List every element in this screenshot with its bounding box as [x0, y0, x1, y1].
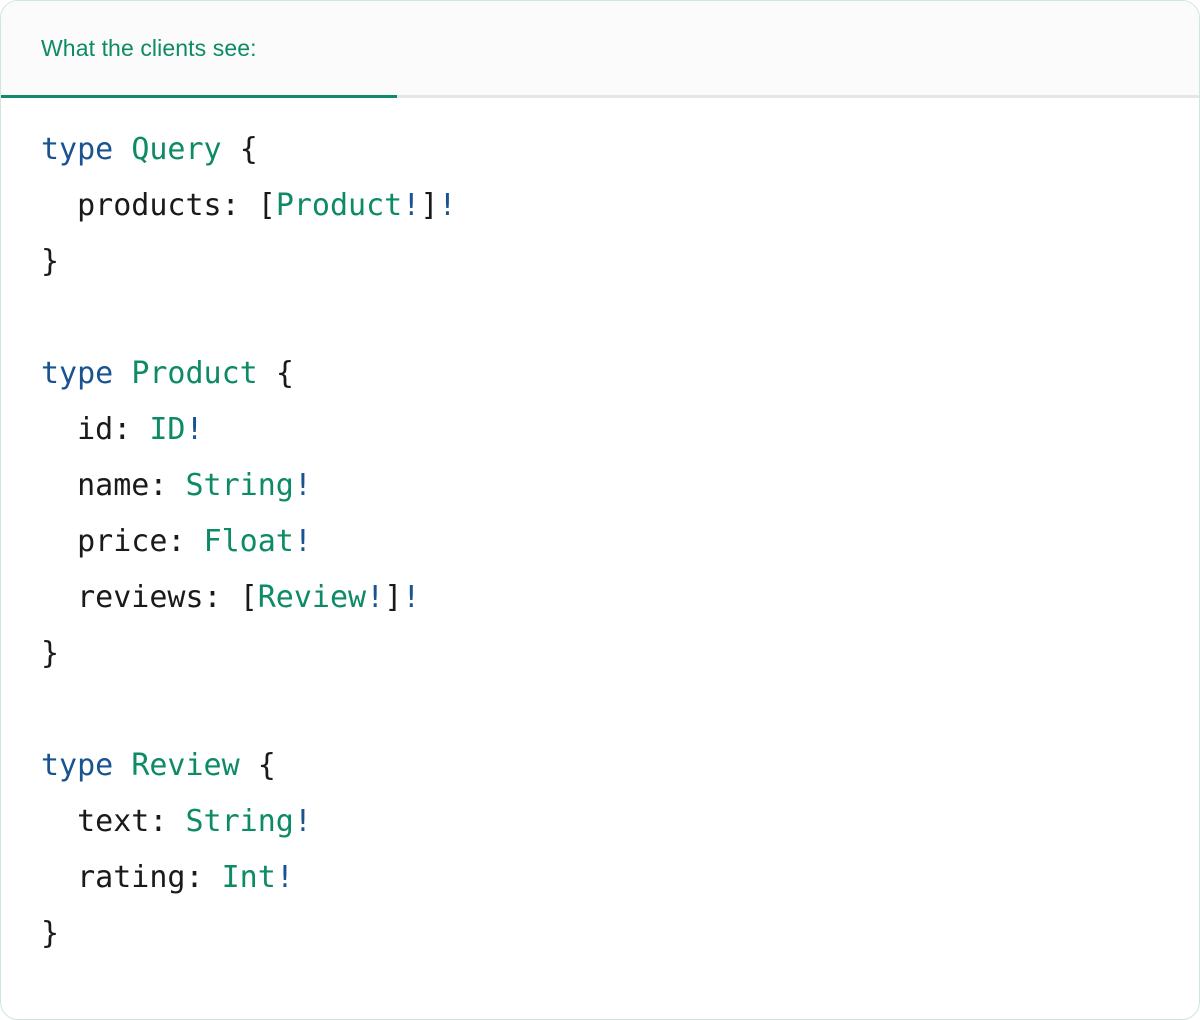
code-token-bang: !: [366, 580, 385, 615]
code-token-bang: !: [185, 412, 204, 447]
tab-what-the-clients-see[interactable]: What the clients see:: [1, 1, 397, 98]
code-line: rating: Int!: [41, 850, 1199, 906]
code-token-bang: !: [275, 860, 294, 895]
code-token-type: Product: [131, 356, 258, 391]
code-token-punct: }: [41, 244, 60, 279]
code-token-punct: {: [239, 132, 258, 167]
code-token-plain: [113, 748, 131, 783]
code-line: price: Float!: [41, 514, 1199, 570]
code-token-punct: {: [275, 356, 294, 391]
code-token-plain: [113, 356, 131, 391]
code-token-bang: !: [438, 188, 457, 223]
code-token-type: ID: [149, 412, 186, 447]
code-line: products: [Product!]!: [41, 178, 1199, 234]
code-token-bang: !: [402, 580, 421, 615]
code-line: [41, 682, 1199, 738]
code-token-type: Int: [221, 860, 276, 895]
code-token-bang: !: [293, 524, 312, 559]
code-token-field: text:: [41, 804, 186, 839]
code-token-punct: }: [41, 916, 60, 951]
code-token-kw: type: [41, 748, 114, 783]
code-token-field: reviews:: [41, 580, 240, 615]
code-line: type Product {: [41, 346, 1199, 402]
code-token-bang: !: [293, 468, 312, 503]
code-token-kw: type: [41, 356, 114, 391]
code-token-kw: type: [41, 132, 114, 167]
code-line: text: String!: [41, 794, 1199, 850]
code-token-type: String: [185, 804, 294, 839]
code-token-punct: [: [239, 580, 258, 615]
code-line: name: String!: [41, 458, 1199, 514]
code-line: [41, 290, 1199, 346]
code-token-type: Review: [257, 580, 367, 615]
code-token-bang: !: [402, 188, 421, 223]
code-token-plain: [222, 132, 240, 167]
code-line: type Query {: [41, 122, 1199, 178]
code-token-punct: }: [41, 636, 60, 671]
code-token-punct: ]: [384, 580, 403, 615]
code-token-type: Float: [203, 524, 294, 559]
code-token-bang: !: [293, 804, 312, 839]
code-line: reviews: [Review!]!: [41, 570, 1199, 626]
code-token-type: Product: [275, 188, 403, 223]
code-token-field: products:: [41, 188, 258, 223]
code-token-punct: [: [257, 188, 276, 223]
code-token-field: price:: [41, 524, 204, 559]
code-line: id: ID!: [41, 402, 1199, 458]
code-token-type: String: [185, 468, 294, 503]
code-token-type: Review: [131, 748, 240, 783]
code-token-field: rating:: [41, 860, 222, 895]
tab-bar: What the clients see:: [1, 1, 1199, 98]
code-token-field: id:: [41, 412, 150, 447]
code-token-plain: [258, 356, 276, 391]
code-line: }: [41, 234, 1199, 290]
code-token-plain: [240, 748, 258, 783]
code-token-field: name:: [41, 468, 186, 503]
code-line: }: [41, 626, 1199, 682]
code-token-type: Query: [131, 132, 222, 167]
code-line: }: [41, 906, 1199, 962]
tab-label: What the clients see:: [41, 34, 257, 61]
code-token-plain: [113, 132, 131, 167]
graphql-schema-code[interactable]: type Query { products: [Product!]!} type…: [1, 98, 1199, 962]
code-token-punct: ]: [420, 188, 439, 223]
code-token-punct: {: [257, 748, 276, 783]
code-line: type Review {: [41, 738, 1199, 794]
